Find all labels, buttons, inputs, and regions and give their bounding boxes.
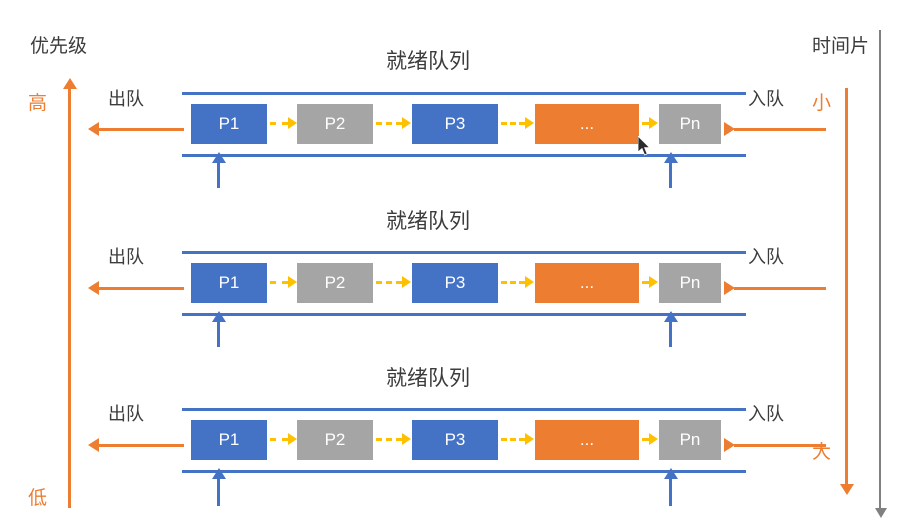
enqueue-arrow-3 bbox=[734, 444, 826, 447]
enqueue-label-3: 入队 bbox=[748, 404, 784, 424]
enqueue-arrowhead-icon bbox=[724, 122, 735, 136]
enqueue-arrowhead-icon bbox=[724, 438, 735, 452]
dequeue-arrow-3 bbox=[98, 444, 184, 447]
flow-arrow-icon bbox=[501, 281, 525, 284]
timeslice-axis-arrowhead-icon bbox=[840, 484, 854, 495]
inflow-arrowhead-icon bbox=[212, 311, 226, 322]
process-box[interactable]: P1 bbox=[191, 104, 267, 144]
enqueue-label-2: 入队 bbox=[748, 247, 784, 267]
frame-axis-arrowhead-icon bbox=[875, 508, 887, 518]
dequeue-arrow-2 bbox=[98, 287, 184, 290]
flow-arrow-icon bbox=[642, 122, 650, 125]
flow-arrow-icon bbox=[376, 281, 402, 284]
queue-rail-top bbox=[182, 251, 746, 254]
inflow-arrowhead-icon bbox=[664, 468, 678, 479]
priority-high-label: 高 bbox=[28, 93, 48, 114]
priority-low-label: 低 bbox=[28, 488, 48, 509]
queue-rail-bottom bbox=[182, 470, 746, 473]
inflow-arrowhead-icon bbox=[212, 152, 226, 163]
timeslice-axis-line bbox=[845, 88, 848, 486]
timeslice-axis-title: 时间片 bbox=[812, 36, 870, 57]
ready-queue-1: P1 P2 P3 ... Pn bbox=[0, 92, 915, 202]
flow-arrowhead-icon bbox=[649, 117, 658, 129]
process-box[interactable]: P2 bbox=[297, 104, 373, 144]
queue-rail-bottom bbox=[182, 313, 746, 316]
flow-arrowhead-icon bbox=[525, 276, 534, 288]
dequeue-label-1: 出队 bbox=[108, 89, 144, 109]
flow-arrow-icon bbox=[501, 438, 525, 441]
flow-arrowhead-icon bbox=[402, 276, 411, 288]
flow-arrow-icon bbox=[501, 122, 525, 125]
enqueue-label-1: 入队 bbox=[748, 89, 784, 109]
inflow-arrow-icon bbox=[217, 476, 220, 506]
dequeue-arrowhead-icon bbox=[88, 122, 99, 136]
flow-arrowhead-icon bbox=[288, 117, 297, 129]
inflow-arrowhead-icon bbox=[664, 311, 678, 322]
timeslice-small-label: 小 bbox=[812, 93, 832, 114]
process-box[interactable]: P1 bbox=[191, 420, 267, 460]
ready-queue-2: P1 P2 P3 ... Pn bbox=[0, 251, 915, 361]
enqueue-arrow-1 bbox=[734, 128, 826, 131]
inflow-arrow-icon bbox=[669, 319, 672, 347]
process-box-ellipsis[interactable]: ... bbox=[535, 263, 639, 303]
timeslice-large-label: 大 bbox=[812, 442, 832, 463]
inflow-arrow-icon bbox=[217, 319, 220, 347]
process-box[interactable]: P1 bbox=[191, 263, 267, 303]
flow-arrowhead-icon bbox=[288, 433, 297, 445]
process-box[interactable]: Pn bbox=[659, 263, 721, 303]
flow-arrow-icon bbox=[270, 122, 288, 125]
process-box[interactable]: Pn bbox=[659, 420, 721, 460]
process-box[interactable]: P2 bbox=[297, 420, 373, 460]
inflow-arrowhead-icon bbox=[212, 468, 226, 479]
frame-axis-line bbox=[879, 30, 881, 510]
queue-rail-top bbox=[182, 408, 746, 411]
flow-arrow-icon bbox=[270, 438, 288, 441]
inflow-arrow-icon bbox=[669, 160, 672, 188]
ready-queue-3: P1 P2 P3 ... Pn bbox=[0, 408, 915, 518]
queue-title-3: 就绪队列 bbox=[386, 367, 470, 390]
inflow-arrow-icon bbox=[669, 476, 672, 506]
flow-arrowhead-icon bbox=[402, 117, 411, 129]
dequeue-label-3: 出队 bbox=[108, 404, 144, 424]
flow-arrow-icon bbox=[376, 438, 402, 441]
dequeue-arrowhead-icon bbox=[88, 438, 99, 452]
queue-rail-top bbox=[182, 92, 746, 95]
queue-title-1: 就绪队列 bbox=[386, 50, 470, 73]
dequeue-label-2: 出队 bbox=[108, 247, 144, 267]
inflow-arrow-icon bbox=[217, 160, 220, 188]
dequeue-arrowhead-icon bbox=[88, 281, 99, 295]
flow-arrow-icon bbox=[270, 281, 288, 284]
flow-arrow-icon bbox=[376, 122, 402, 125]
queue-title-2: 就绪队列 bbox=[386, 210, 470, 233]
flow-arrowhead-icon bbox=[525, 117, 534, 129]
process-box[interactable]: P3 bbox=[412, 104, 498, 144]
flow-arrowhead-icon bbox=[402, 433, 411, 445]
enqueue-arrowhead-icon bbox=[724, 281, 735, 295]
process-box[interactable]: P2 bbox=[297, 263, 373, 303]
process-box-ellipsis[interactable]: ... bbox=[535, 420, 639, 460]
process-box[interactable]: P3 bbox=[412, 420, 498, 460]
flow-arrow-icon bbox=[642, 438, 650, 441]
process-box-ellipsis[interactable]: ... bbox=[535, 104, 639, 144]
priority-axis-arrowhead-icon bbox=[63, 78, 77, 89]
flow-arrowhead-icon bbox=[288, 276, 297, 288]
flow-arrow-icon bbox=[642, 281, 650, 284]
mouse-pointer-icon bbox=[638, 136, 651, 156]
priority-axis-title: 优先级 bbox=[30, 36, 88, 57]
process-box[interactable]: P3 bbox=[412, 263, 498, 303]
queue-rail-bottom bbox=[182, 154, 746, 157]
dequeue-arrow-1 bbox=[98, 128, 184, 131]
priority-axis-line bbox=[68, 88, 71, 508]
enqueue-arrow-2 bbox=[734, 287, 826, 290]
flow-arrowhead-icon bbox=[649, 433, 658, 445]
inflow-arrowhead-icon bbox=[664, 152, 678, 163]
process-box[interactable]: Pn bbox=[659, 104, 721, 144]
flow-arrowhead-icon bbox=[525, 433, 534, 445]
flow-arrowhead-icon bbox=[649, 276, 658, 288]
